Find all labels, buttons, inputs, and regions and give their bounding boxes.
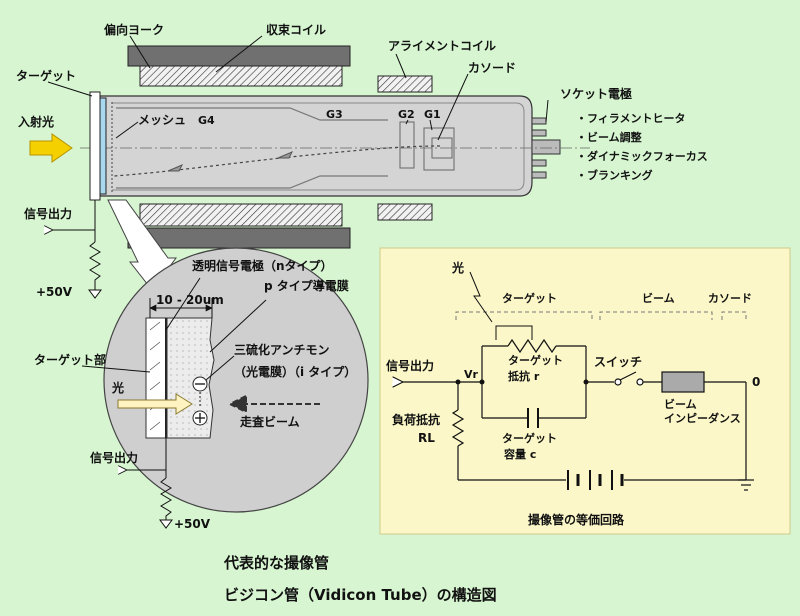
g4-label: G4 [198,114,215,127]
magnified-circle [103,247,369,513]
circuit-vr-label: Vr [464,368,479,381]
footer-line-2: ビジコン管（Vidicon Tube）の構造図 [224,586,497,604]
thickness-label: 10 - 20um [156,293,224,307]
g3-electrode [116,107,388,189]
focus-coil-label: 収束コイル [266,22,326,37]
switch-label: スイッチ [594,355,642,369]
signal-output-label: 信号出力 [24,206,72,221]
circuit-caption: 撮像管の等価回路 [528,512,625,527]
circuit-cathode-header: カソード [708,292,752,305]
plus50v-label: +50V [36,285,73,299]
transparent-electrode-label: 透明信号電極（nタイプ） [192,258,333,273]
socket-title: ソケット電極 [560,86,632,101]
beam-impedance-label-1: ビーム [664,397,697,411]
mesh-label: メッシュ [138,113,186,127]
g2-label: G2 [398,108,415,121]
deflection-yoke-top [139,65,343,87]
deflection-yoke-label: 偏向ヨーク [104,22,164,37]
g2-electrode [399,121,415,169]
socket-item-4: ・ブランキング [576,168,653,182]
material-label-1: 三硫化アンチモン [234,342,330,357]
tube-labels: 偏向ヨーク 収束コイル アライメントコイル カソード ターゲット 入射光 メッシ… [16,22,708,299]
g1-label: G1 [424,108,441,121]
socket-item-2: ・ビーム調整 [576,130,642,144]
socket-item-3: ・ダイナミックフォーカス [576,149,708,163]
detail-signal-output-label: 信号出力 [90,450,138,465]
zero-label: 0 [752,375,760,389]
circuit-light-label: 光 [451,260,464,275]
socket-pins [531,117,561,179]
alignment-coil-bottom [377,203,433,221]
load-resistor-label-2: RL [418,431,435,445]
circuit-signal-output-label: 信号出力 [386,358,434,373]
target-cap-label-1: ターゲット [502,431,557,445]
circuit-target-header: ターゲット [502,291,557,305]
socket-item-1: ・フィラメントヒータ [576,112,685,125]
incident-light-arrow [29,133,73,163]
target-resistor-label-2: 抵抗 r [508,369,540,383]
detail-labels: 透明信号電極（nタイプ） p タイプ導電膜 10 - 20um ターゲット部 光… [34,258,356,531]
focus-coil-bottom [127,227,351,249]
cathode-label: カソード [468,61,516,75]
scan-beam-arrow [227,394,320,414]
target-label: ターゲット [16,68,76,83]
footer-line-1: 代表的な撮像管 [223,554,329,572]
tube-body [99,95,533,197]
alignment-coil-top [377,75,433,93]
target-plate [89,91,101,201]
electron-beam [113,145,441,177]
material-label-2: （光電膜）（i タイプ） [234,364,356,379]
detail-plus50v-label: +50V [174,517,211,531]
incident-light-label: 入射光 [18,114,54,129]
target-detail [81,247,369,529]
light-label: 光 [111,380,124,395]
scan-beam-label: 走査ビーム [240,414,300,429]
tube-section [29,35,590,299]
deflection-yoke-bottom [139,203,343,227]
target-resistor-label-1: ターゲット [508,353,563,367]
light-arrow [117,393,193,415]
g3-label: G3 [326,108,343,121]
target-part-label: ターゲット部 [34,352,106,367]
focus-coil-top [127,45,351,67]
circuit-panel [379,247,791,535]
footer: 代表的な撮像管 ビジコン管（Vidicon Tube）の構造図 [223,554,497,604]
alignment-coil-label: アライメントコイル [388,39,496,53]
target-cap-label-2: 容量 c [503,447,536,461]
equivalent-circuit: 光 ターゲット ビーム カソード 信号出力 Vr ターゲット 抵抗 r スイッチ… [379,247,791,535]
load-resistor-label-1: 負荷抵抗 [392,412,440,427]
circuit-beam-header: ビーム [642,291,675,305]
g1-electrode [423,127,455,171]
beam-impedance-label-2: インピーダンス [664,411,741,425]
p-layer-label: p タイプ導電膜 [264,278,349,293]
